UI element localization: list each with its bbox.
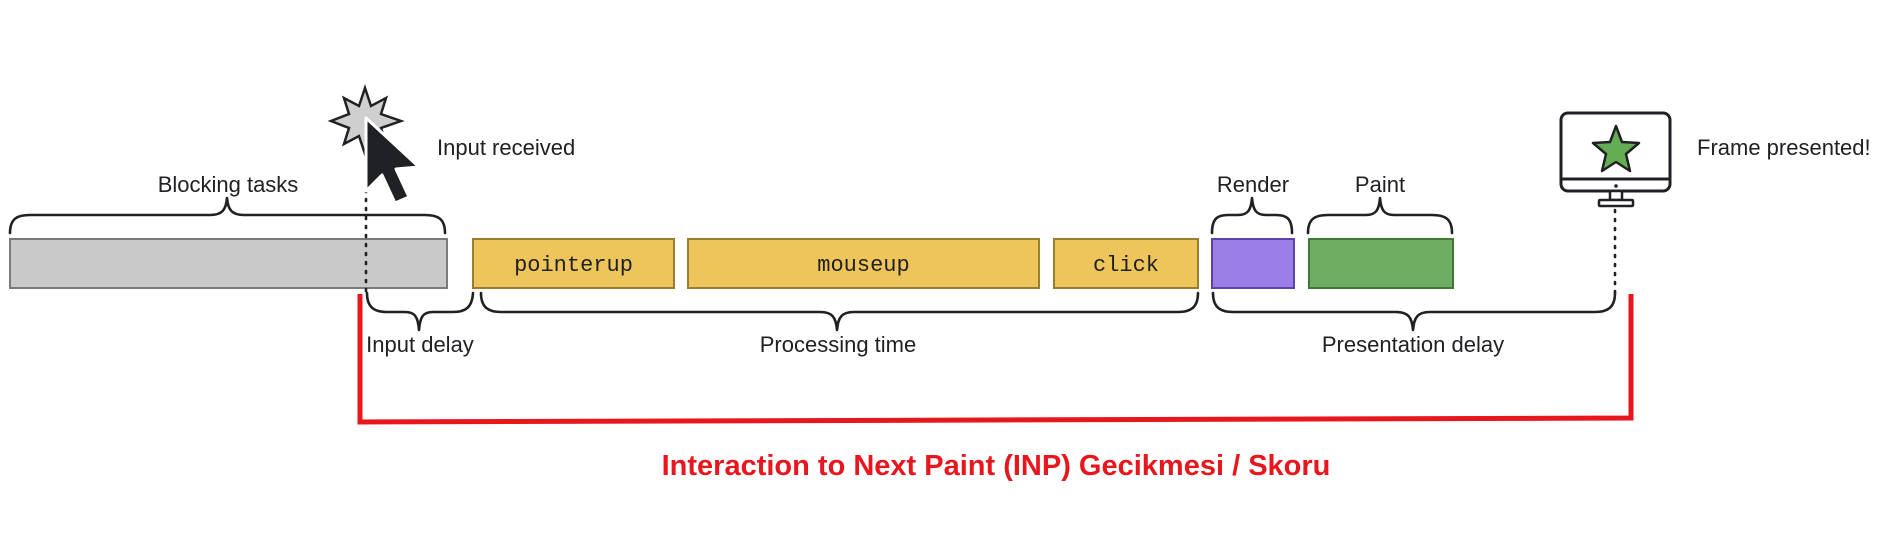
paint-label: Paint [1355,172,1405,197]
blocking-tasks-label: Blocking tasks [158,172,299,197]
input-delay-brace [365,291,475,332]
inp-bracket [357,294,1634,425]
cursor-arrow [364,116,421,205]
presentation-delay-label: Presentation delay [1322,332,1504,357]
monitor-star-icon [1559,111,1672,208]
paint-block [1308,238,1454,289]
star-icon [1591,124,1641,173]
frame-presented-label: Frame presented! [1697,135,1871,160]
paint-brace [1306,196,1454,235]
render-label: Render [1217,172,1289,197]
click-text: click [1093,253,1159,278]
pointerup-block [472,238,675,289]
mouseup-block [687,238,1040,289]
monitor-power-dot [1614,184,1618,188]
input-delay-label: Input delay [366,332,474,357]
cursor-click-burst-icon [327,84,421,205]
blocking-tasks-bar [9,238,448,289]
monitor-neck [1608,189,1624,202]
presentation-delay-brace [1211,291,1617,332]
processing-time-brace [479,291,1200,332]
processing-time-label: Processing time [760,332,917,357]
pointerup-text: pointerup [514,253,633,278]
blocking-tasks-brace [8,196,447,235]
render-brace [1210,196,1294,235]
input-received-label: Input received [437,135,575,160]
click-block [1053,238,1199,289]
render-block [1211,238,1295,289]
mouseup-text: mouseup [817,253,909,278]
monitor-base [1597,198,1635,208]
inp-title: Interaction to Next Paint (INP) Gecikmes… [662,450,1331,482]
